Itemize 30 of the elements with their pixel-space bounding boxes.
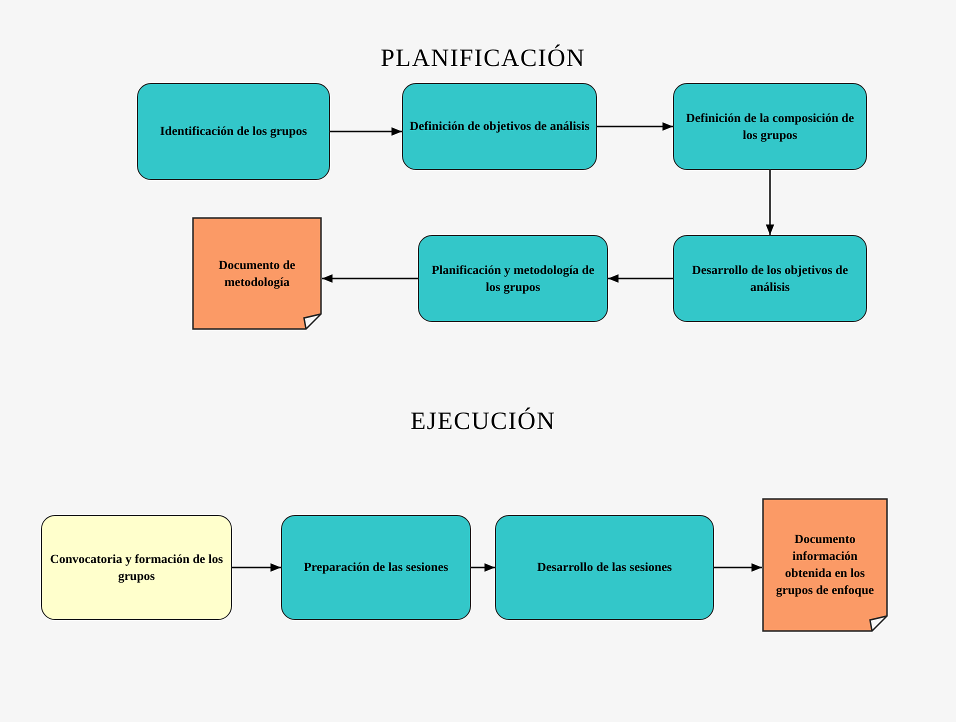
arrow — [330, 127, 402, 136]
arrow — [714, 563, 762, 572]
arrow — [608, 274, 673, 283]
section-heading: PLANIFICACIÓN — [380, 45, 586, 73]
node-text: Definición de la composición de los grupos — [684, 110, 856, 144]
arrow — [232, 563, 281, 572]
node-text: Documento información obtenida en los grupos de enfoque — [775, 531, 875, 599]
section-heading: EJECUCIÓN — [410, 408, 556, 436]
node-text: Definición de objetivos de análisis — [408, 118, 590, 135]
node-text: Desarrollo de los objetivos de análisis — [690, 262, 849, 296]
node-text: Preparación de las sesiones — [302, 559, 450, 576]
process-box — [673, 235, 867, 322]
process-box — [137, 83, 330, 180]
node-text: Desarrollo de las sesiones — [536, 559, 673, 576]
process-box — [402, 83, 597, 170]
process-box — [281, 515, 471, 620]
document-shape — [192, 217, 322, 330]
node-text: Convocatoria y formación de los grupos — [49, 550, 224, 584]
arrow — [471, 563, 495, 572]
process-box — [673, 83, 867, 170]
node-text: Documento de metodología — [218, 256, 296, 290]
process-box — [418, 235, 608, 322]
arrow — [597, 122, 673, 131]
process-box — [495, 515, 714, 620]
arrow — [322, 274, 418, 283]
arrow — [766, 170, 774, 235]
node-text: Identificación de los grupos — [159, 123, 308, 140]
document-shape — [762, 498, 888, 632]
start-box — [41, 515, 232, 620]
node-text: Planificación y metodología de los grupos — [430, 262, 596, 296]
